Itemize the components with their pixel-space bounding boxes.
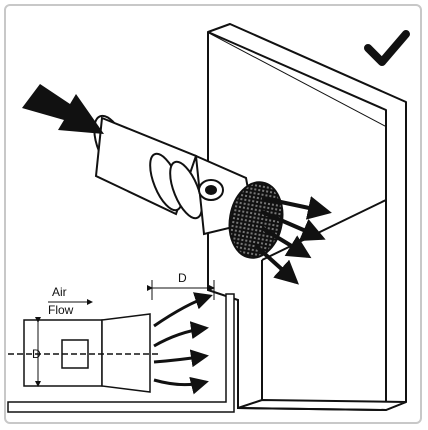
dimension-left-label: D	[32, 347, 41, 361]
inset-flow-arrows	[153, 292, 213, 395]
air-flow-label-line2: Flow	[48, 303, 74, 317]
fan-body	[93, 114, 256, 236]
inset-side-view	[7, 293, 235, 413]
outflow-arrows	[254, 196, 332, 285]
air-flow-label-line1: Air	[52, 285, 67, 299]
inlet-arrow-icon	[22, 84, 104, 134]
dimension-top-label: D	[178, 271, 187, 285]
checkmark-icon	[364, 30, 410, 66]
dimension-lines	[35, 280, 215, 387]
